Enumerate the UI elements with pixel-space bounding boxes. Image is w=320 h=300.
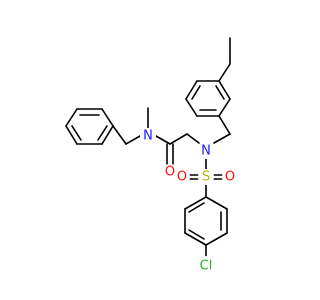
bond <box>185 98 198 117</box>
bond-layer <box>65 37 231 258</box>
sulfonamide-nitrogen-label: N <box>201 144 211 159</box>
atom-bg <box>174 169 190 185</box>
sulfur-label: S <box>202 170 210 185</box>
bond <box>184 232 207 246</box>
bond <box>205 232 228 246</box>
atom-bg <box>140 128 156 144</box>
bond <box>191 85 201 100</box>
atom-bg <box>198 143 214 159</box>
bond <box>188 229 205 240</box>
chlorine-label: Cl <box>200 259 213 274</box>
bond <box>169 133 188 145</box>
bond <box>186 133 200 144</box>
bond <box>101 108 114 127</box>
bond <box>218 98 231 117</box>
bond <box>101 125 114 145</box>
bond <box>65 108 78 127</box>
amide-nitrogen-label: N <box>143 129 153 144</box>
atom-bg <box>162 164 178 180</box>
bond <box>71 125 82 141</box>
bond <box>218 80 231 100</box>
bond <box>213 133 231 144</box>
structure-canvas: N O N S O O Cl <box>65 37 238 276</box>
bond <box>218 115 231 135</box>
bond <box>218 63 231 82</box>
bond <box>205 196 228 210</box>
carbonyl-oxygen-label: O <box>165 165 175 180</box>
bond <box>125 135 141 145</box>
bond <box>97 125 108 141</box>
atom-bg <box>196 256 216 276</box>
bond <box>185 80 198 100</box>
molecule-structure: N O N S O O Cl <box>65 37 238 276</box>
bond <box>188 202 205 213</box>
bond <box>65 125 78 145</box>
atom-bg <box>222 169 238 185</box>
atom-layer: N O N S O O Cl <box>140 128 238 276</box>
bond <box>155 135 171 145</box>
sulfonyl-oxygen-left-label: O <box>177 170 187 185</box>
sulfonyl-oxygen-right-label: O <box>225 170 235 185</box>
bond <box>184 196 207 210</box>
bond <box>215 85 225 100</box>
bond <box>112 125 127 145</box>
atom-bg <box>198 169 214 185</box>
